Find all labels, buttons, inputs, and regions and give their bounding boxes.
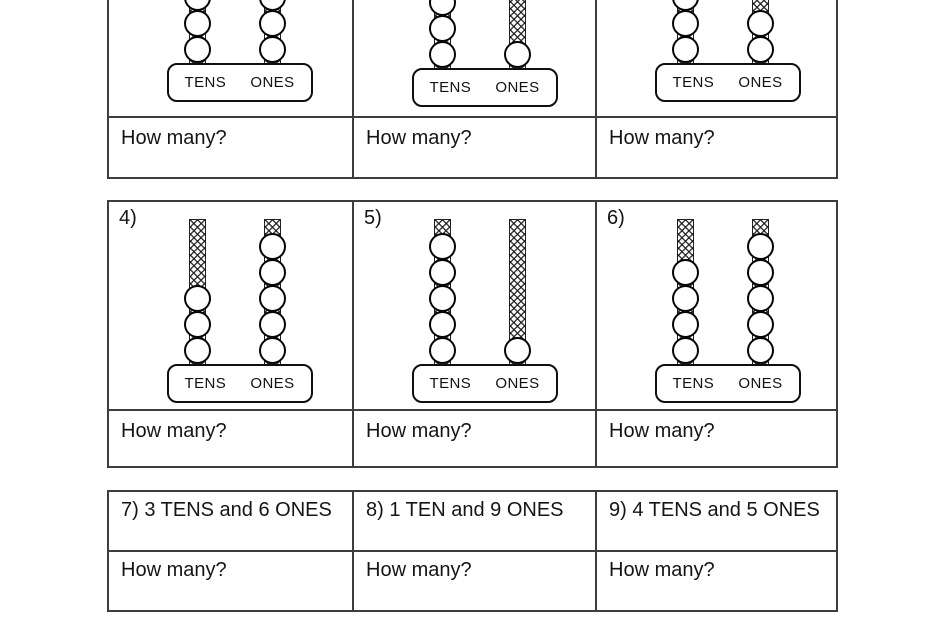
abacus-bead bbox=[184, 285, 211, 312]
question-cell: How many? bbox=[354, 411, 597, 468]
abacus-bead bbox=[259, 285, 286, 312]
ones-label: ONES bbox=[738, 375, 783, 392]
abacus-bead bbox=[184, 311, 211, 338]
grid-column-divider bbox=[595, 0, 597, 177]
abacus-bead bbox=[747, 10, 774, 37]
abacus-base: TENS ONES bbox=[166, 63, 313, 102]
how-many-label: How many? bbox=[609, 420, 715, 442]
abacus-base: TENS ONES bbox=[166, 364, 313, 403]
ones-label: ONES bbox=[495, 79, 540, 96]
prompt-cell: 8) 1 TEN and 9 ONES bbox=[354, 492, 597, 550]
abacus-bead bbox=[672, 285, 699, 312]
worksheet-row-bottom: 7) 3 TENS and 6 ONES How many? 8) 1 TEN an… bbox=[107, 490, 838, 612]
abacus-base: TENS ONES bbox=[654, 63, 801, 102]
abacus-bead bbox=[184, 10, 211, 37]
question-cell: How many? bbox=[354, 118, 597, 177]
abacus-bead bbox=[672, 311, 699, 338]
abacus-bead bbox=[429, 15, 456, 42]
question-cell: How many? bbox=[109, 411, 352, 468]
abacus-bead bbox=[184, 36, 211, 63]
abacus-bead bbox=[672, 337, 699, 364]
question-cell: How many? bbox=[597, 118, 840, 177]
abacus-bead bbox=[747, 285, 774, 312]
grid-column-divider bbox=[352, 0, 354, 177]
how-many-label: How many? bbox=[121, 420, 227, 442]
ones-label: ONES bbox=[738, 74, 783, 91]
abacus-cell: TENS ONES bbox=[597, 0, 840, 116]
abacus-bead bbox=[259, 10, 286, 37]
grid-column-divider bbox=[595, 202, 597, 466]
abacus-bead bbox=[429, 285, 456, 312]
tens-label: TENS bbox=[672, 74, 715, 91]
question-cell: How many? bbox=[597, 411, 840, 468]
abacus-bead bbox=[184, 337, 211, 364]
cell-number-label: 5) bbox=[364, 207, 382, 229]
how-many-label: How many? bbox=[366, 559, 472, 581]
grid-column-divider bbox=[352, 202, 354, 466]
abacus-bead bbox=[747, 337, 774, 364]
abacus-bead bbox=[504, 337, 531, 364]
tens-label: TENS bbox=[184, 74, 227, 91]
abacus-bead bbox=[672, 36, 699, 63]
abacus-cell: TENS ONES 5) bbox=[354, 202, 597, 409]
abacus-bead bbox=[259, 311, 286, 338]
abacus-cell: TENS ONES 4) bbox=[109, 202, 352, 409]
ones-rod bbox=[509, 219, 526, 370]
ones-label: ONES bbox=[495, 375, 540, 392]
abacus-base: TENS ONES bbox=[411, 68, 558, 107]
how-many-label: How many? bbox=[366, 127, 472, 149]
grid-row-divider bbox=[109, 409, 836, 411]
abacus-cell: TENS ONES bbox=[109, 0, 352, 116]
abacus-bead bbox=[259, 36, 286, 63]
abacus-bead bbox=[747, 233, 774, 260]
question-cell: How many? bbox=[354, 552, 597, 612]
prompt-label: 7) 3 TENS and 6 ONES bbox=[121, 499, 332, 521]
abacus-bead bbox=[747, 311, 774, 338]
how-many-label: How many? bbox=[609, 127, 715, 149]
abacus-bead bbox=[504, 41, 531, 68]
prompt-cell: 7) 3 TENS and 6 ONES bbox=[109, 492, 352, 550]
abacus-cell: TENS ONES bbox=[354, 0, 597, 116]
worksheet-row-middle: TENS ONES 4) How many? TENS ONES 5) How many? TE… bbox=[107, 200, 838, 468]
abacus-base: TENS ONES bbox=[654, 364, 801, 403]
abacus-bead bbox=[429, 311, 456, 338]
abacus-bead bbox=[672, 259, 699, 286]
abacus-bead bbox=[429, 337, 456, 364]
tens-label: TENS bbox=[672, 375, 715, 392]
how-many-label: How many? bbox=[609, 559, 715, 581]
prompt-cell: 9) 4 TENS and 5 ONES bbox=[597, 492, 840, 550]
prompt-label: 9) 4 TENS and 5 ONES bbox=[609, 499, 820, 521]
tens-label: TENS bbox=[184, 375, 227, 392]
question-cell: How many? bbox=[109, 552, 352, 612]
prompt-label: 8) 1 TEN and 9 ONES bbox=[366, 499, 564, 521]
abacus-cell: TENS ONES 6) bbox=[597, 202, 840, 409]
question-cell: How many? bbox=[597, 552, 840, 612]
abacus-bead bbox=[429, 41, 456, 68]
grid-row-divider bbox=[109, 116, 836, 118]
abacus-bead bbox=[259, 337, 286, 364]
tens-label: TENS bbox=[429, 375, 472, 392]
abacus-base: TENS ONES bbox=[411, 364, 558, 403]
question-cell: How many? bbox=[109, 118, 352, 177]
cell-number-label: 6) bbox=[607, 207, 625, 229]
cell-number-label: 4) bbox=[119, 207, 137, 229]
worksheet-row-top: TENS ONES How many? TENS ONES How many? TENS ON… bbox=[107, 0, 838, 179]
how-many-label: How many? bbox=[121, 127, 227, 149]
ones-label: ONES bbox=[250, 74, 295, 91]
abacus-bead bbox=[429, 259, 456, 286]
abacus-bead bbox=[259, 259, 286, 286]
ones-label: ONES bbox=[250, 375, 295, 392]
abacus-bead bbox=[672, 10, 699, 37]
abacus-bead bbox=[259, 233, 286, 260]
tens-label: TENS bbox=[429, 79, 472, 96]
abacus-bead bbox=[747, 36, 774, 63]
abacus-bead bbox=[429, 233, 456, 260]
abacus-bead bbox=[747, 259, 774, 286]
how-many-label: How many? bbox=[366, 420, 472, 442]
grid-row-divider bbox=[109, 550, 836, 552]
how-many-label: How many? bbox=[121, 559, 227, 581]
